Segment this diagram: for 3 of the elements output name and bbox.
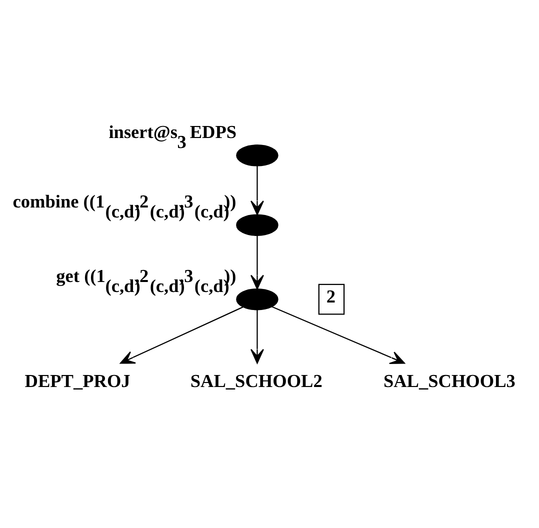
node-text: DEPT_PROJ	[24, 370, 130, 391]
node-text: SAL_SCHOOL2	[190, 370, 322, 391]
node-text: SAL_SCHOOL3	[383, 370, 516, 391]
